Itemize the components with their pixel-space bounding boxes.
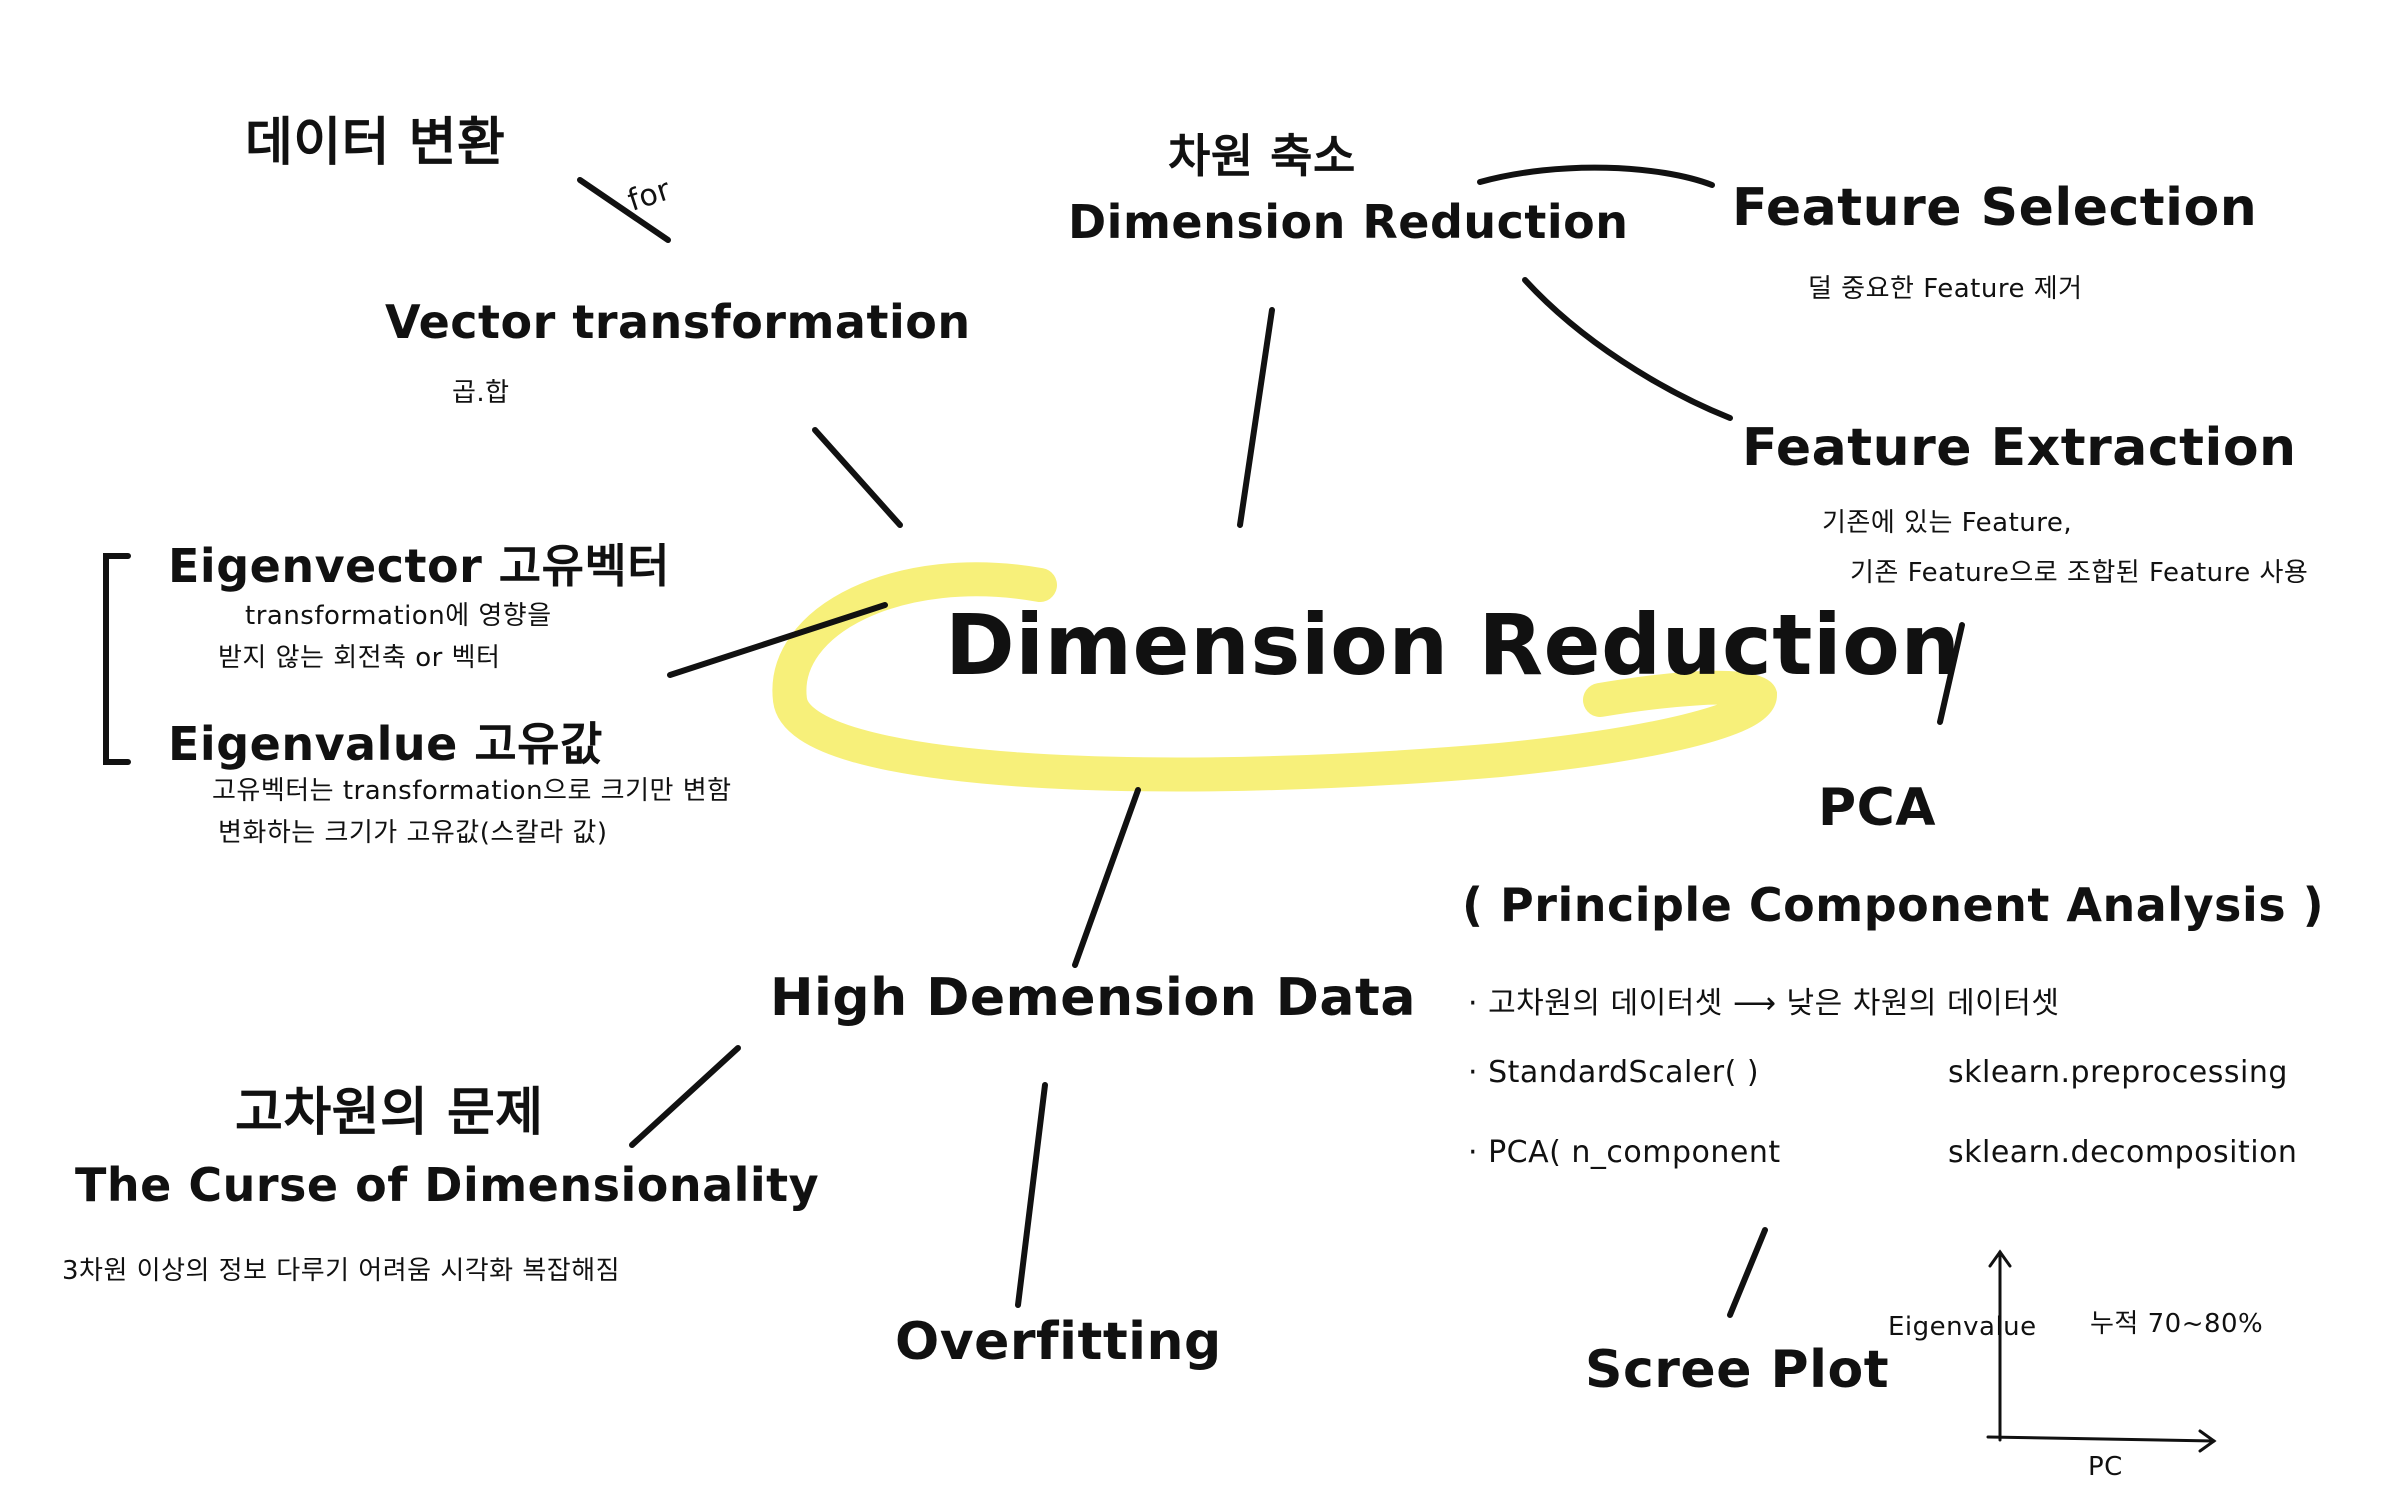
reduction-title-kr: 차원 축소 [1168, 129, 1356, 183]
curse-title-en: The Curse of Dimensionality [75, 1158, 820, 1212]
eigenvector-desc-2: 받지 않는 회전축 or 벡터 [218, 643, 501, 673]
connector-reduction-to-selection [1477, 164, 1715, 188]
curse-title-kr: 고차원의 문제 [235, 1083, 544, 1143]
scree-x-axis [1986, 1435, 2216, 1443]
center-node-title: Dimension Reduction [945, 596, 1961, 694]
feature-extraction-desc-2: 기존 Feature으로 조합된 Feature 사용 [1850, 558, 2309, 588]
eigenvalue-desc-2: 변화하는 크기가 고유값(스칼라 값) [218, 818, 608, 848]
eigenvector-desc-1: transformation에 영향을 [245, 601, 552, 631]
connector-vector-to-center [812, 427, 903, 528]
pca-item-2-right: sklearn.preprocessing [1948, 1055, 2288, 1090]
connector-reduction-to-center [1237, 307, 1275, 528]
reduction-title-en: Dimension Reduction [1068, 195, 1629, 249]
eigenvalue-desc-1: 고유벡터는 transformation으로 크기만 변함 [212, 776, 732, 806]
eigenvalue-title: Eigenvalue 고유값 [168, 717, 603, 771]
connector-highdim-to-curse [629, 1045, 741, 1148]
scree-note: 누적 70~80% [2090, 1309, 2264, 1339]
scree-x-label: PC [2088, 1452, 2123, 1482]
scree-x-arrow [2198, 1429, 2217, 1453]
pca-full-name: ( Principle Component Analysis ) [1462, 878, 2325, 932]
center-highlight-stroke [772, 562, 1778, 792]
connector-highdim-to-overfitting [1015, 1082, 1048, 1308]
scree-axes [1986, 1249, 2217, 1453]
overfitting-title: Overfitting [895, 1312, 1222, 1372]
connector-center-to-highdim [1072, 787, 1141, 968]
eigen-bracket [103, 553, 131, 765]
vector-transformation-note: 곱.합 [452, 378, 510, 408]
connector-eigen-to-center [667, 602, 888, 678]
eigenvector-title: Eigenvector 고유벡터 [168, 539, 671, 593]
pca-title: PCA [1818, 778, 1937, 838]
scree-y-label: Eigenvalue [1888, 1312, 2037, 1342]
connector-lines [103, 164, 1965, 1318]
feature-extraction-desc-1: 기존에 있는 Feature, [1822, 508, 2073, 538]
pca-item-3-left: · PCA( n_component [1468, 1135, 1781, 1170]
pca-item-1-left: · 고차원의 데이터셋 ⟶ 낮은 차원의 데이터셋 [1468, 986, 2060, 1021]
connector-data-to-vector [577, 177, 671, 243]
vector-transformation-title: Vector transformation [385, 295, 971, 349]
feature-selection-title: Feature Selection [1732, 178, 2258, 238]
connector-reduction-to-extraction [1522, 277, 1733, 421]
scree-plot-title: Scree Plot [1585, 1340, 1890, 1400]
connector-extraction-to-pca [1937, 622, 1965, 725]
scree-y-arrow [1988, 1249, 2012, 1268]
pca-item-3-right: sklearn.decomposition [1948, 1135, 2298, 1170]
connector-pca-to-scree [1727, 1227, 1768, 1318]
data-transform-title: 데이터 변환 [245, 113, 506, 173]
feature-selection-desc: 덜 중요한 Feature 제거 [1808, 274, 2083, 304]
feature-extraction-title: Feature Extraction [1742, 418, 2297, 478]
curse-desc: 3차원 이상의 정보 다루기 어려움 시각화 복잡해짐 [62, 1256, 621, 1286]
high-dimension-title: High Demension Data [770, 968, 1416, 1028]
pca-item-2-left: · StandardScaler( ) [1468, 1055, 1760, 1090]
